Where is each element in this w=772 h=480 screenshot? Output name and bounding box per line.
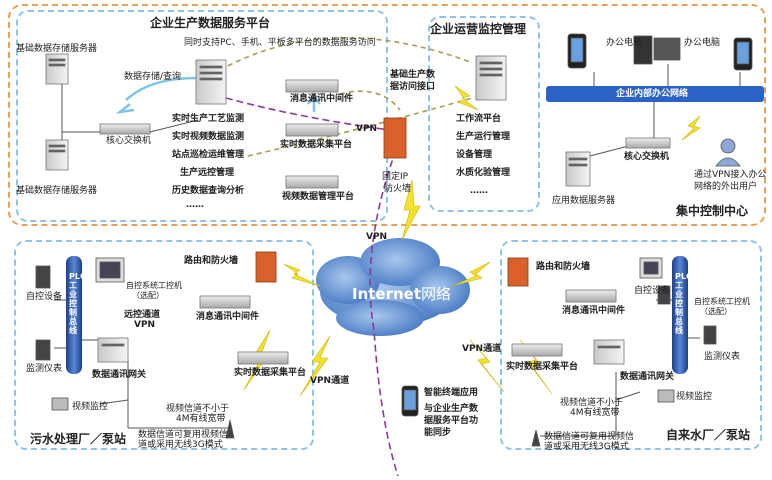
function-item-2: 实时视频数据监测 xyxy=(172,132,245,142)
function-item-4: 生产远控管理 xyxy=(180,168,235,178)
sewage-remote-vpn-label-2: VPN xyxy=(134,320,156,330)
sewage-ipc-label-1: 自控系统工控机 xyxy=(126,281,182,290)
internet-label-cn: 网络 xyxy=(421,285,452,303)
water-ipc-label-1: 自控系统工控机 xyxy=(694,297,750,306)
water-wireless-label-1: 数据信道可复用视频信 xyxy=(544,432,635,442)
water-wireless-label-2: 道或采用无线3G模式 xyxy=(544,442,629,452)
ops-title: 企业运营监控管理 xyxy=(430,22,527,36)
water-bandwidth-label-2: 4M有线宽带 xyxy=(570,408,620,418)
control-center-region xyxy=(8,4,766,226)
ops-item-2: 生产运行管理 xyxy=(456,132,511,142)
sewage-video-monitor-label: 视频监控 xyxy=(72,402,109,412)
sewage-ipc-label-2: （选配） xyxy=(132,291,164,300)
blue-arrows xyxy=(115,76,321,114)
sewage-monitor-label: 监测仪表 xyxy=(26,364,63,374)
function-item-6: …… xyxy=(186,200,204,210)
water-monitor-label: 监测仪表 xyxy=(704,352,741,362)
water-vpn-channel-label: VPN通道 xyxy=(462,344,502,354)
olive-dashed-paths xyxy=(219,37,473,157)
vpn-user-label-2: 网络的外出用户 xyxy=(694,182,758,192)
office-pc-2-label: 办公电脑 xyxy=(684,38,721,48)
plc-bus-icons xyxy=(66,256,688,374)
sewage-plc-bus-label: PLC工业控制总线 xyxy=(69,272,86,335)
sewage-remote-vpn-label-1: 远控通道 xyxy=(124,310,161,320)
storage-server-bottom-label: 基础数据存储服务器 xyxy=(16,186,98,196)
water-bandwidth-label-1: 视频信道不小于 xyxy=(560,398,624,408)
terminal-icons xyxy=(35,33,753,447)
water-plc-bus-label: PLC工业控制总线 xyxy=(675,272,692,335)
core-switch-label: 核心交换机 xyxy=(106,136,152,146)
smart-terminal-title: 智能终端应用 xyxy=(424,388,479,398)
water-region-label: 自来水厂／泵站 xyxy=(666,428,751,442)
sewage-wireless-label-2: 道或采用无线3G模式 xyxy=(138,440,223,450)
sewage-vpn-channel-label: VPN通道 xyxy=(310,376,350,386)
water-video-monitor-label: 视频监控 xyxy=(676,392,713,402)
sewage-wireless-label-1: 数据信道可复用视频信 xyxy=(138,430,229,440)
sewage-realtime-platform-label: 实时数据采集平台 xyxy=(234,368,307,378)
internet-label-en: Internet xyxy=(352,285,422,303)
control-center-label: 集中控制中心 xyxy=(676,204,749,218)
ops-item-5: …… xyxy=(470,186,488,196)
access-interface-label-2: 据访问接口 xyxy=(390,82,436,92)
firewall-icons xyxy=(255,117,529,287)
sewage-region xyxy=(14,240,314,450)
function-item-1: 实时生产工艺监测 xyxy=(172,114,245,124)
sewage-region-label: 污水处理厂／泵站 xyxy=(30,432,127,446)
ops-item-1: 工作流平台 xyxy=(456,114,502,124)
access-interface-label-1: 基础生产数 xyxy=(390,70,436,80)
ops-panel xyxy=(428,16,540,212)
internet-vpn-label: VPN xyxy=(366,232,388,242)
smart-terminal-desc-1: 与企业生产数 xyxy=(424,404,479,414)
smart-terminal-desc-3: 能同步 xyxy=(424,428,452,438)
sewage-gateway-label: 数据通讯网关 xyxy=(92,370,147,380)
internet-label: Internet网络 xyxy=(352,286,451,303)
function-item-5: 历史数据查询分析 xyxy=(172,186,245,196)
firewall-label-2: 防火墙 xyxy=(384,184,412,194)
smart-terminal-desc-2: 据服务平台功 xyxy=(424,416,479,426)
server-icons xyxy=(45,53,625,365)
water-msg-middleware-label: 消息通讯中间件 xyxy=(562,306,626,316)
water-ipc-label-2: （选配） xyxy=(700,307,732,316)
water-router-label: 路由和防火墙 xyxy=(536,262,591,272)
internet-cloud xyxy=(316,238,470,336)
water-gateway-label: 数据通讯网关 xyxy=(620,372,675,382)
sewage-bandwidth-label-1: 视频信道不小于 xyxy=(166,404,230,414)
platform-subtitle: 同时支持PC、手机、平板多平台的数据服务访问 xyxy=(184,38,376,48)
water-region xyxy=(500,240,762,450)
center-vpn-label: VPN xyxy=(356,124,378,134)
sewage-msg-middleware-label: 消息通讯中间件 xyxy=(196,312,260,322)
sewage-router-label: 路由和防火墙 xyxy=(184,256,239,266)
sewage-auto-device-label: 自控设备 xyxy=(26,292,63,302)
ops-core-switch-label: 核心交换机 xyxy=(624,152,670,162)
flat-device-icons xyxy=(99,79,671,365)
storage-server-top-label: 基础数据存储服务器 xyxy=(16,44,98,54)
platform-panel xyxy=(16,10,388,222)
app-server-label: 应用数据服务器 xyxy=(552,196,616,206)
ops-item-3: 设备管理 xyxy=(456,150,493,160)
water-auto-device-label: 自控设备 xyxy=(634,286,671,296)
firewall-label-1: 固定IP xyxy=(382,172,409,182)
storage-query-label: 数据存储/查询 xyxy=(124,72,182,82)
sewage-bandwidth-label-2: 4M有线宽带 xyxy=(176,414,226,424)
office-pc-1-label: 办公电脑 xyxy=(606,38,643,48)
platform-title: 企业生产数据服务平台 xyxy=(150,16,271,30)
ops-item-4: 水质化验管理 xyxy=(456,168,511,178)
water-realtime-platform-label: 实时数据采集平台 xyxy=(506,362,579,372)
function-item-3: 站点巡检运维管理 xyxy=(172,150,245,160)
office-network-bar xyxy=(546,64,764,102)
purple-dashed-paths xyxy=(225,97,399,477)
center-realtime-platform-label: 实时数据采集平台 xyxy=(280,140,353,150)
center-video-platform-label: 视频数据管理平台 xyxy=(282,192,355,202)
vpn-user-label-1: 通过VPN接入办公 xyxy=(694,170,767,180)
lightning-bolts xyxy=(243,85,701,397)
center-msg-middleware-label: 消息通讯中间件 xyxy=(290,94,354,104)
office-network-label: 企业内部办公网络 xyxy=(616,89,689,99)
